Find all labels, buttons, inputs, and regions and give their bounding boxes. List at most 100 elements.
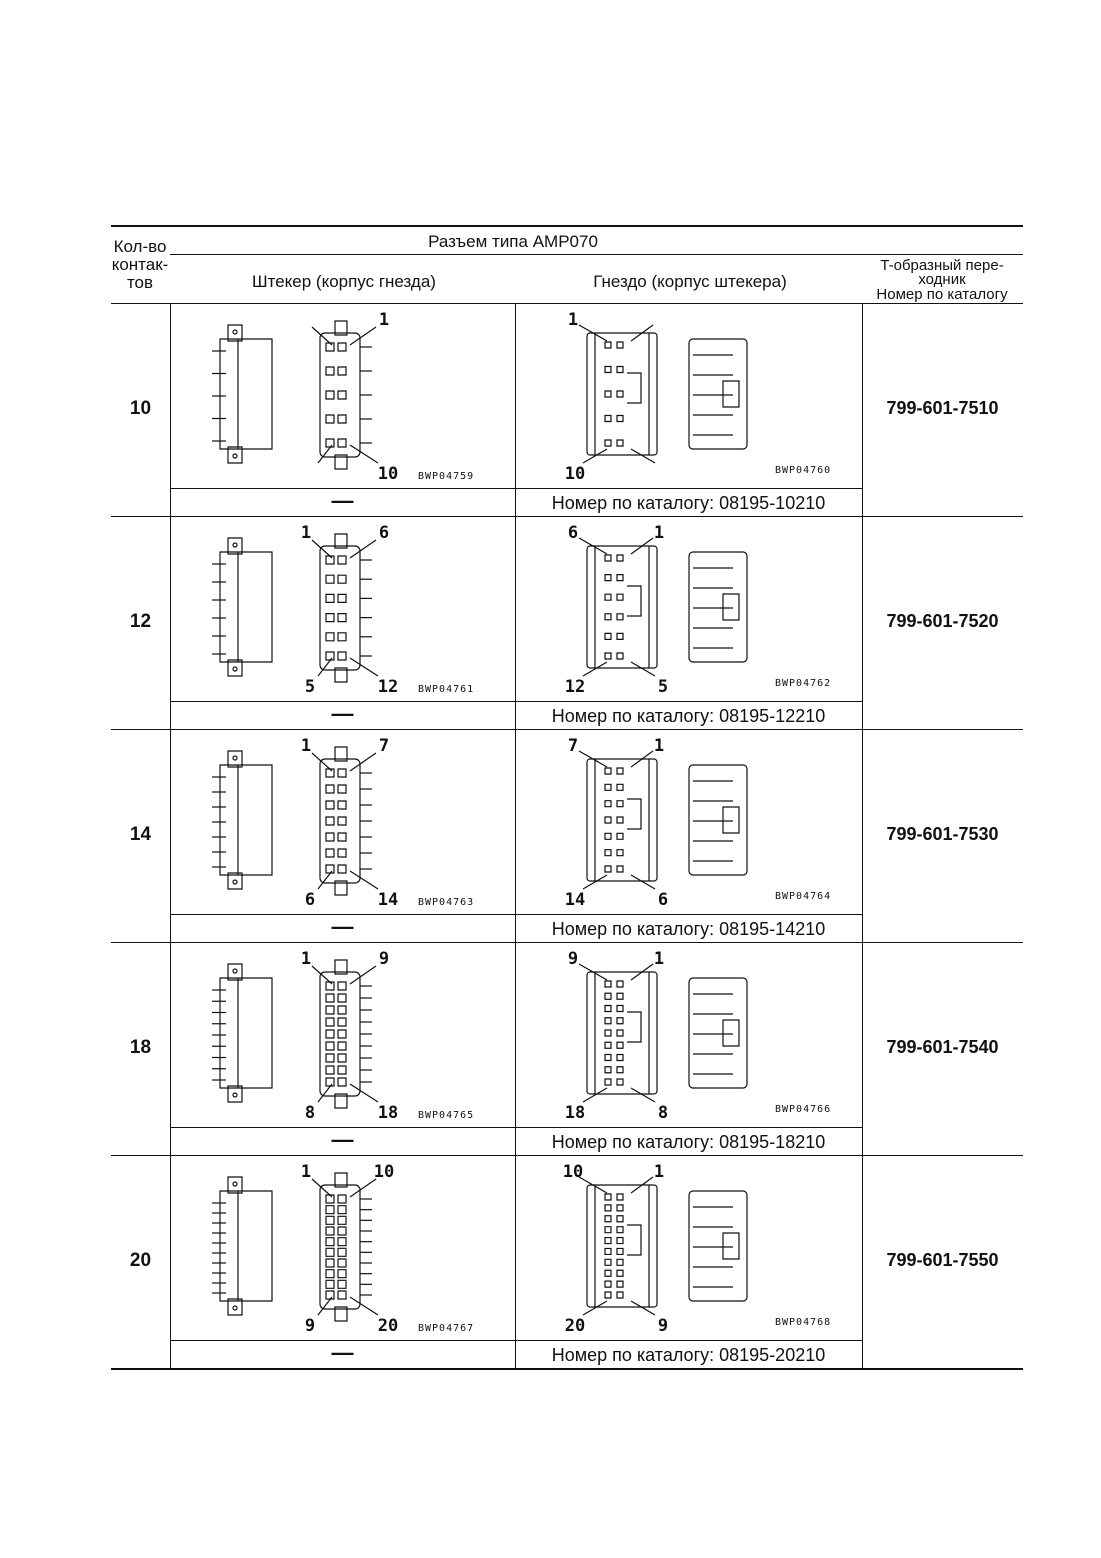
plug-front-cavity (326, 391, 334, 399)
socket-pin-label-bottom-right: 9 (658, 1316, 668, 1336)
socket-leader-bottom-right (631, 875, 655, 889)
socket-pin-label-top-left: 7 (568, 736, 578, 756)
socket-front-cavity (617, 801, 623, 807)
plug-front-cavity (338, 982, 346, 990)
socket-front-cavity (605, 1216, 611, 1222)
socket-leader-bottom-right (631, 449, 655, 463)
socket-front-cavity (605, 633, 611, 639)
plug-front-cavity (326, 1018, 334, 1026)
socket-catalog-number: Номер по каталогу: 08195-14210 (551, 919, 826, 939)
plug-front-cavity (326, 1206, 334, 1214)
plug-front-cavity (338, 1270, 346, 1278)
socket-front-cavity (617, 981, 623, 987)
socket-front-cavity (605, 1042, 611, 1048)
socket-leader-bottom-right (631, 1088, 655, 1102)
socket-front-latch (627, 799, 641, 829)
plug-leader-top-right (350, 1179, 376, 1197)
plug-side-hole-bottom (233, 880, 237, 884)
socket-pin-label-bottom-left: 12 (565, 677, 585, 697)
plug-pin-label-bottom-right: 14 (378, 890, 398, 910)
row-sub-rule (170, 1127, 862, 1128)
socket-front-cavity (617, 440, 623, 446)
socket-front-cavity (605, 1238, 611, 1244)
socket-front-cavity (617, 1270, 623, 1276)
plug-side-hole-top (233, 969, 237, 973)
row-sub-rule (170, 1340, 862, 1341)
plug-front-cavity (326, 1042, 334, 1050)
plug-side-hole-bottom (233, 667, 237, 671)
plug-leader-top-right (350, 753, 376, 771)
socket-pin-label-top-right: 1 (654, 1162, 664, 1182)
socket-front-cavity (605, 1018, 611, 1024)
socket-front-cavity (617, 1248, 623, 1254)
plug-side-body (220, 1191, 272, 1301)
socket-front-cavity (617, 1227, 623, 1233)
socket-pin-label-bottom-left: 14 (565, 890, 585, 910)
socket-pin-label-bottom-right: 5 (658, 677, 668, 697)
socket-front-cavity (617, 653, 623, 659)
plug-leader-top-right (350, 966, 376, 984)
socket-leader-top-left (579, 538, 607, 554)
socket-pin-label-bottom-left: 18 (565, 1103, 585, 1123)
plug-pin-label-bottom-right: 12 (378, 677, 398, 697)
count-header-line-2: контак- (111, 254, 169, 274)
plug-front-tab-top (335, 747, 347, 761)
plug-front-cavity (338, 614, 346, 622)
socket-leader-top-left (579, 751, 607, 767)
plug-leader-bottom-right (350, 658, 378, 676)
socket-leader-top-right (631, 1177, 653, 1193)
plug-front-tab-bottom (335, 881, 347, 895)
socket-front-cavity (605, 1281, 611, 1287)
plug-side-tab-top (228, 1177, 242, 1193)
socket-leader-bottom-left (583, 875, 607, 889)
plug-drawing (212, 1173, 378, 1321)
plug-catalog-dash: — (331, 488, 354, 513)
socket-front-cavity (605, 1030, 611, 1036)
socket-catalog-number: Номер по каталогу: 08195-12210 (551, 706, 826, 726)
socket-front-cavity (605, 1227, 611, 1233)
plug-front-cavity (338, 415, 346, 423)
socket-front-cavity (605, 653, 611, 659)
socket-front-cavity (617, 1055, 623, 1061)
socket-drawing (579, 751, 747, 889)
plug-front-cavity (326, 1216, 334, 1224)
socket-drawing (579, 964, 747, 1102)
plug-front-cavity (326, 801, 334, 809)
plug-leader-top-left (312, 327, 332, 345)
socket-side-latch (723, 1020, 739, 1046)
plug-front-cavity (326, 1238, 334, 1246)
socket-leader-bottom-left (583, 1088, 607, 1102)
socket-front-cavity (605, 367, 611, 373)
socket-drawing-code: BWP04768 (775, 1317, 831, 1328)
column-divider (515, 942, 516, 1155)
plug-front-cavity (326, 439, 334, 447)
plug-front-cavity (326, 769, 334, 777)
plug-drawing-code: BWP04765 (418, 1110, 474, 1121)
plug-front-cavity (338, 1078, 346, 1086)
socket-front-latch (627, 1012, 641, 1042)
socket-front-cavity (617, 1067, 623, 1073)
plug-side-tab-top (228, 964, 242, 980)
socket-leader-bottom-left (583, 662, 607, 676)
plug-front-cavity (326, 1227, 334, 1235)
plug-pin-label-bottom-left: 8 (305, 1103, 315, 1123)
plug-front-tab-bottom (335, 455, 347, 469)
socket-front-cavity (617, 850, 623, 856)
plug-leader-top-left (312, 540, 332, 558)
plug-side-tab-bottom (228, 447, 242, 463)
plug-front-cavity (338, 1259, 346, 1267)
plug-front-cavity (338, 833, 346, 841)
plug-front-cavity (326, 1030, 334, 1038)
plug-pin-label-top-right: 6 (379, 523, 389, 543)
plug-pin-label-top-left: 1 (301, 1162, 311, 1182)
plug-front-cavity (326, 1054, 334, 1062)
socket-column-header: Гнездо (корпус штекера) (593, 272, 787, 291)
socket-front-cavity (605, 817, 611, 823)
plug-front-cavity (326, 994, 334, 1002)
plug-front-cavity (326, 1006, 334, 1014)
socket-side-body (689, 339, 747, 449)
